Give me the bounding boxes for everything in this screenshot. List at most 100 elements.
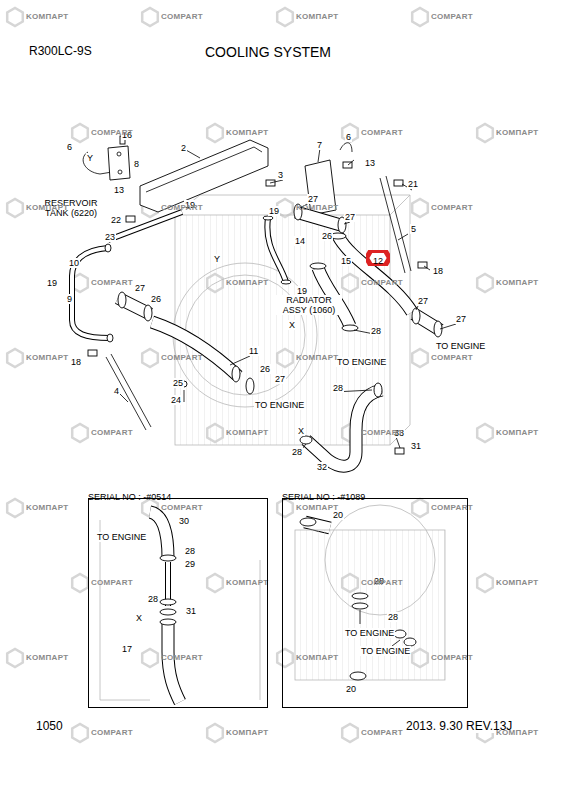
- callout-number: 8: [133, 159, 140, 169]
- watermark: COMPART: [430, 353, 474, 363]
- watermark: KOMПАРТ: [495, 278, 539, 288]
- callout-number: 28: [387, 612, 399, 622]
- hexagon-callout: 12: [366, 250, 390, 266]
- callout-number: 6: [345, 132, 352, 142]
- watermark: COMPART: [360, 728, 404, 738]
- callout-number: 28: [184, 546, 196, 556]
- callout-number: 13: [113, 185, 125, 195]
- callout-number: 23: [104, 232, 116, 242]
- callout-number: 19: [268, 206, 280, 216]
- watermark: KOMПАРТ: [495, 428, 539, 438]
- watermark: KOMПАРТ: [225, 428, 269, 438]
- callout-number: 28: [332, 383, 344, 393]
- part-label: TO ENGINE: [435, 341, 486, 351]
- callout-number: 3: [277, 170, 284, 180]
- watermark: KOMПАРТ: [295, 503, 339, 513]
- callout-number: 18: [432, 266, 444, 276]
- watermark: COMPART: [90, 428, 134, 438]
- watermark-hexagon: [477, 124, 493, 142]
- callout-number: 29: [184, 559, 196, 569]
- part-label: TO ENGINE: [360, 646, 411, 656]
- watermark: COMPART: [160, 503, 204, 513]
- watermark: KOMПАРТ: [25, 653, 69, 663]
- callout-number: X: [297, 426, 305, 436]
- watermark: KOMПАРТ: [495, 128, 539, 138]
- watermark-hexagon: [412, 199, 428, 217]
- diagram-title: COOLING SYSTEM: [205, 44, 331, 60]
- callout-number: Y: [86, 153, 94, 163]
- callout-number: 6: [66, 142, 73, 152]
- callout-number: 19: [46, 278, 58, 288]
- callout-number: 30: [178, 516, 190, 526]
- callout-number: 4: [113, 386, 120, 396]
- watermark: COMPART: [430, 12, 474, 22]
- watermark: COMPART: [90, 128, 134, 138]
- callout-number: 25: [172, 378, 184, 388]
- callout-number: 20: [345, 684, 357, 694]
- callout-number: 26: [150, 294, 162, 304]
- watermark: KOMПАРТ: [225, 278, 269, 288]
- watermark: COMPART: [160, 353, 204, 363]
- watermark-hexagon: [412, 349, 428, 367]
- callout-number: 27: [134, 283, 146, 293]
- watermark-hexagon: [7, 349, 23, 367]
- serial-heading: SERIAL NO : -#1089: [282, 492, 365, 502]
- watermark-hexagon: [142, 349, 158, 367]
- watermark: COMPART: [160, 653, 204, 663]
- watermark-hexagon: [342, 724, 358, 742]
- callout-number: 18: [70, 357, 82, 367]
- callout-number: 22: [110, 215, 122, 225]
- watermark: KOMПАРТ: [225, 578, 269, 588]
- watermark-hexagon: [207, 124, 223, 142]
- watermark: KOMПАРТ: [25, 503, 69, 513]
- watermark-hexagon: [142, 649, 158, 667]
- watermark-hexagon: [342, 124, 358, 142]
- part-label: TO ENGINE: [336, 357, 387, 367]
- callout-number: 7: [316, 140, 323, 150]
- callout-number: 11: [248, 346, 259, 356]
- watermark-hexagon: [412, 499, 428, 517]
- callout-number: 15: [340, 256, 352, 266]
- serial-box-border: [88, 498, 268, 708]
- watermark: KOMПАРТ: [295, 12, 339, 22]
- callout-number: 28: [370, 326, 382, 336]
- watermark-hexagon: [412, 8, 428, 26]
- watermark-hexagon: [72, 724, 88, 742]
- part-label: TO ENGINE: [344, 628, 395, 638]
- callout-number: 28: [147, 594, 159, 604]
- watermark-hexagon: [7, 499, 23, 517]
- watermark: KOMПАРТ: [25, 203, 69, 213]
- watermark-hexagon: [72, 124, 88, 142]
- callout-number: 26: [259, 364, 271, 374]
- watermark: COMPART: [90, 578, 134, 588]
- watermark: KOMПАРТ: [295, 203, 339, 213]
- watermark-hexagon: [72, 424, 88, 442]
- callout-number: X: [288, 320, 296, 330]
- watermark-hexagon: [207, 724, 223, 742]
- callout-number: 31: [410, 441, 422, 451]
- watermark: COMPART: [160, 203, 204, 213]
- watermark: KOMПАРТ: [295, 653, 339, 663]
- callout-number: 27: [307, 194, 319, 204]
- watermark: COMPART: [90, 278, 134, 288]
- callout-number: 12: [373, 256, 383, 266]
- watermark-hexagon: [477, 274, 493, 292]
- part-label: TO ENGINE: [254, 400, 305, 410]
- callout-number: Y: [213, 254, 221, 264]
- assembly-label: RADIATOR ASSY (1060): [276, 295, 342, 315]
- model-name: R300LC-9S: [28, 45, 93, 58]
- callout-number: 14: [294, 236, 306, 246]
- watermark-hexagon: [277, 649, 293, 667]
- callout-number: 13: [364, 158, 376, 168]
- watermark-hexagon: [72, 574, 88, 592]
- watermark: COMPART: [360, 578, 404, 588]
- watermark-hexagon: [7, 199, 23, 217]
- watermark: KOMПАРТ: [25, 353, 69, 363]
- callout-number: 26: [321, 231, 333, 241]
- callout-number: 32: [316, 462, 328, 472]
- watermark: KOMПАРТ: [225, 728, 269, 738]
- callout-number: 10: [68, 258, 80, 268]
- watermark-hexagon: [477, 574, 493, 592]
- callout-number: 9: [66, 294, 73, 304]
